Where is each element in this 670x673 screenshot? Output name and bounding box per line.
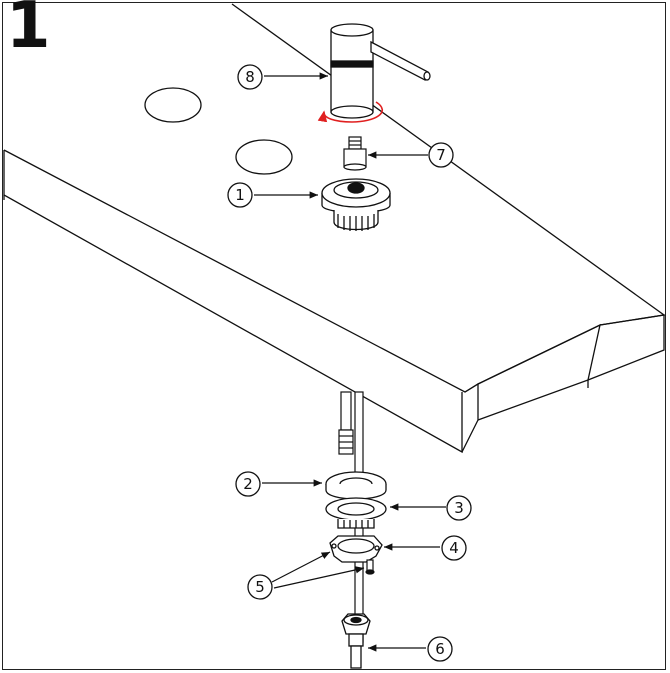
svg-text:3: 3: [454, 499, 464, 517]
svg-text:1: 1: [235, 186, 245, 204]
callout-1: 1: [227, 182, 253, 208]
callout-leaders: [254, 72, 446, 652]
svg-text:7: 7: [436, 146, 446, 164]
mounting-bracket-drawing: [329, 535, 383, 563]
callout-7: 7: [428, 142, 454, 168]
upper-washer-drawing: [325, 471, 387, 500]
base-flange-drawing: [321, 178, 391, 231]
svg-text:4: 4: [449, 539, 459, 557]
callout-3: 3: [446, 495, 472, 521]
callout-2: 2: [235, 471, 261, 497]
mounting-screws-drawing: [365, 559, 375, 575]
rotation-arrow-icon: [317, 101, 384, 123]
mounting-hole-right: [235, 139, 293, 175]
mounting-hole-left: [144, 87, 202, 123]
svg-text:5: 5: [255, 578, 265, 596]
svg-text:6: 6: [435, 640, 445, 658]
svg-text:8: 8: [245, 68, 255, 86]
callout-4: 4: [441, 535, 467, 561]
callout-6: 6: [427, 636, 453, 662]
lower-washer-drawing: [325, 497, 387, 529]
threaded-adapter-drawing: [343, 136, 367, 171]
svg-text:2: 2: [243, 475, 253, 493]
faucet-body-drawing: [330, 23, 431, 119]
callout-5: 5: [247, 574, 273, 600]
mounting-nut-drawing: [341, 613, 371, 669]
callout-8: 8: [237, 64, 263, 90]
step-number: 1: [6, 0, 51, 63]
